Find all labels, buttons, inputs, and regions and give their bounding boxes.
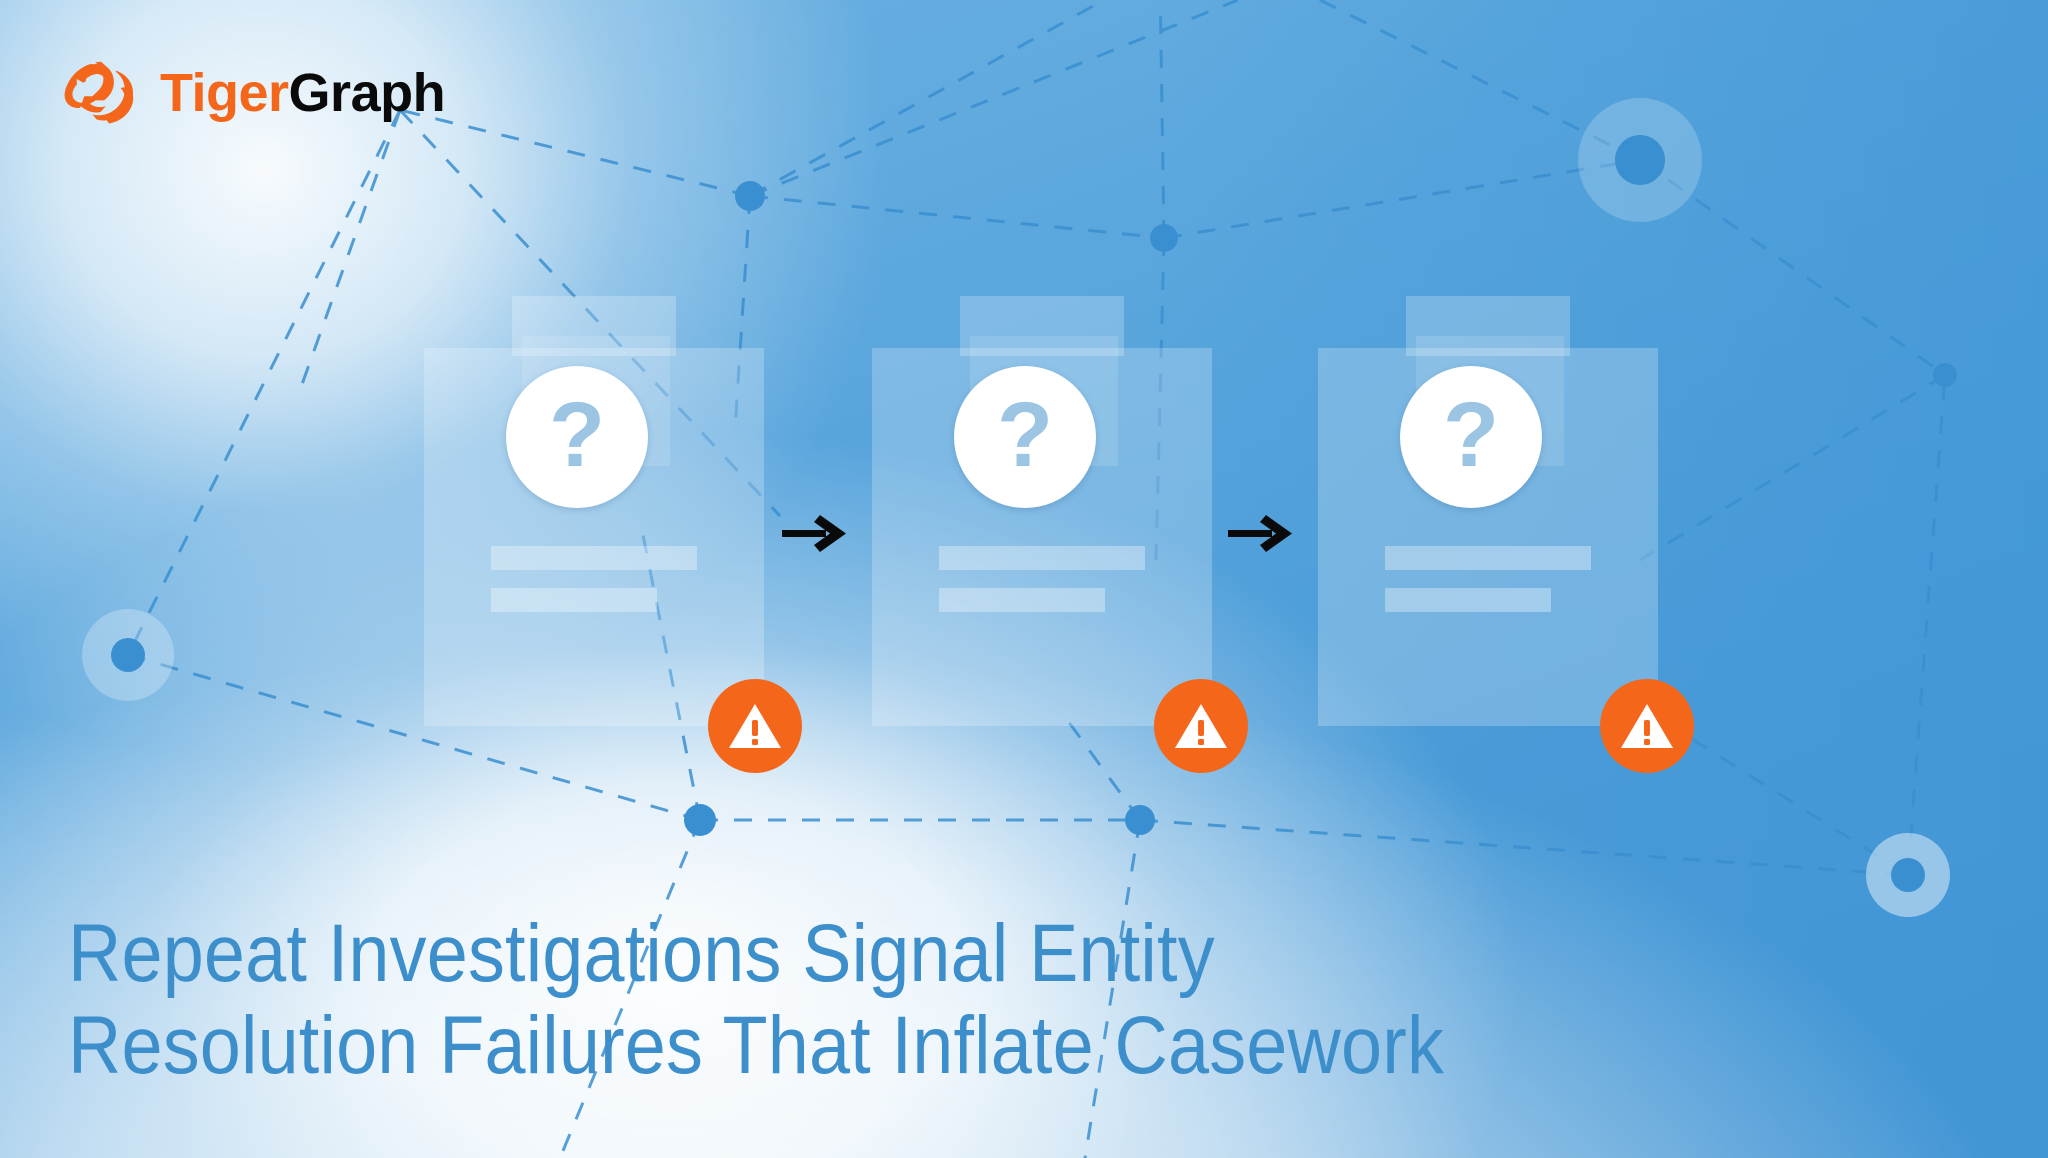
unknown-identity-badge-2: ? [954, 366, 1096, 508]
logo-word-graph: Graph [288, 63, 446, 123]
arrow-right-icon [782, 515, 846, 552]
flow-arrow-1 [782, 513, 848, 555]
document-card-3: ? [1318, 296, 1658, 726]
unknown-identity-badge-1: ? [506, 366, 648, 508]
tiger-head-logo-icon [64, 61, 134, 124]
logo-wordmark: TigerGraph [160, 63, 446, 123]
card-text-bar-2 [1385, 588, 1551, 612]
flow-arrow-2 [1228, 513, 1294, 555]
page-title: Repeat Investigations Signal Entity Reso… [68, 908, 1778, 1092]
card-tab [1406, 296, 1570, 356]
card-tab [960, 296, 1124, 356]
card-text-bar-1 [1385, 546, 1591, 570]
card-text-bar-2 [491, 588, 657, 612]
warning-badge-2 [1154, 679, 1248, 773]
question-mark-icon: ? [996, 384, 1054, 486]
warning-triangle-icon [729, 704, 781, 748]
arrow-right-icon [1228, 515, 1292, 552]
warning-triangle-icon [1175, 704, 1227, 748]
card-text-bar-2 [939, 588, 1105, 612]
background-glow-bottom [0, 658, 2048, 1158]
card-tab [512, 296, 676, 356]
network-nodes [111, 135, 1957, 892]
page-title-line-2: Resolution Failures That Inflate Casewor… [68, 999, 1445, 1091]
question-mark-icon: ? [548, 384, 606, 486]
warning-badge-1 [708, 679, 802, 773]
document-card-2: ? [872, 296, 1212, 726]
warning-badge-3 [1600, 679, 1694, 773]
document-card-1: ? [424, 296, 764, 726]
warning-triangle-icon [1621, 704, 1673, 748]
logo-word-tiger: Tiger [160, 63, 289, 123]
card-text-bar-1 [491, 546, 697, 570]
question-mark-icon: ? [1442, 384, 1500, 486]
page-title-line-1: Repeat Investigations Signal Entity [68, 908, 1215, 999]
card-text-bar-1 [939, 546, 1145, 570]
tigergraph-logo[interactable]: TigerGraph [62, 60, 446, 126]
unknown-identity-badge-3: ? [1400, 366, 1542, 508]
